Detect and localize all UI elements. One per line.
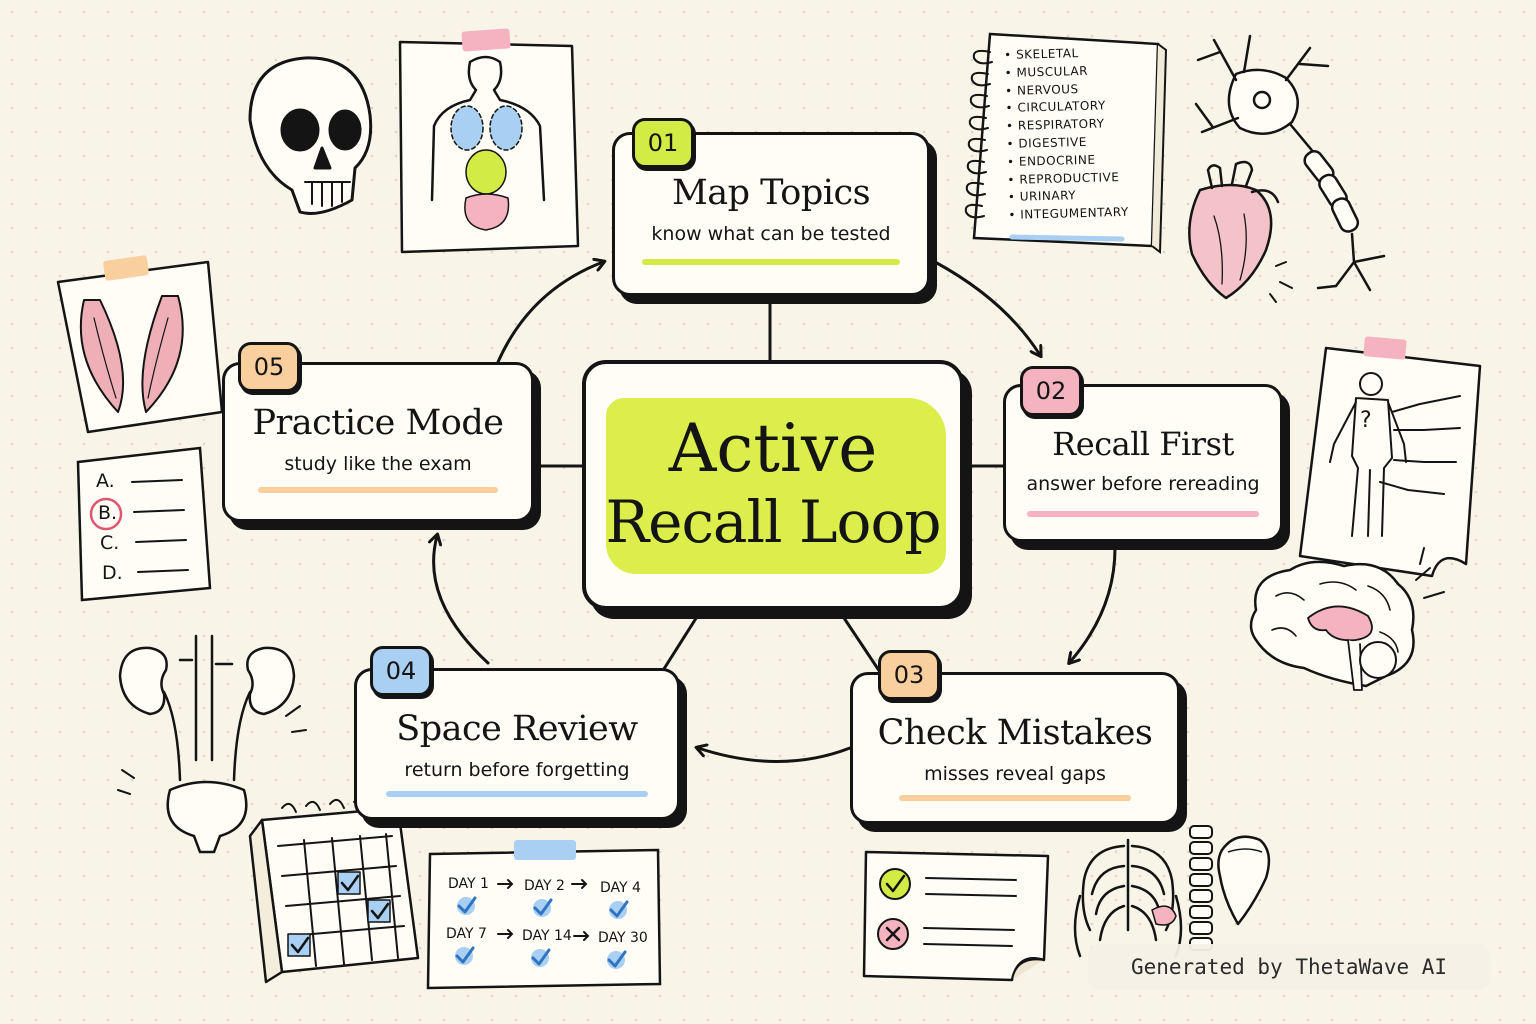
schedule-day-30: DAY 30 xyxy=(598,930,648,946)
step-title: Map Topics xyxy=(671,173,871,213)
center-title-line-2: Recall Loop xyxy=(605,488,941,556)
step-underline xyxy=(258,487,498,493)
checklist-icon xyxy=(862,850,1050,982)
spoke-bottom-left xyxy=(660,610,702,674)
step-underline xyxy=(899,795,1131,801)
body-diagram-icon xyxy=(1298,336,1482,578)
body-systems-notebook xyxy=(964,32,1168,254)
step-subtitle: misses reveal gaps xyxy=(924,763,1106,785)
step-underline xyxy=(1027,511,1259,517)
calendar-icon xyxy=(248,796,420,984)
schedule-day-2: DAY 2 xyxy=(524,878,565,894)
step-subtitle: answer before rereading xyxy=(1026,473,1260,495)
step-badge-03: 03 xyxy=(878,650,940,700)
brain-icon xyxy=(1249,547,1445,691)
schedule-card xyxy=(426,840,662,990)
arrow-02-to-03 xyxy=(1070,546,1117,662)
quiz-card xyxy=(76,446,212,602)
skull-icon xyxy=(248,56,373,215)
step-title: Space Review xyxy=(396,709,638,749)
step-title: Practice Mode xyxy=(252,403,504,443)
kidney-icon xyxy=(117,634,307,854)
step-badge-01: 01 xyxy=(632,118,694,168)
step-subtitle: return before forgetting xyxy=(404,759,630,781)
schedule-day-7: DAY 7 xyxy=(446,926,487,942)
ribcage-icon xyxy=(1073,838,1183,958)
heart-icon xyxy=(1188,160,1293,303)
step-subtitle: study like the exam xyxy=(284,453,472,475)
body-systems-list: • SKELETAL • MUSCULAR • NERVOUS • CIRCUL… xyxy=(1004,45,1129,226)
step-underline xyxy=(642,259,900,265)
step-title: Recall First xyxy=(1052,425,1234,463)
quiz-option-d: D. xyxy=(102,562,123,584)
muscle-icon xyxy=(56,255,224,434)
arrow-03-to-04 xyxy=(698,748,852,763)
step-badge-05: 05 xyxy=(238,342,300,392)
step-badge-02: 02 xyxy=(1020,366,1082,416)
spoke-bottom-right xyxy=(838,610,882,674)
arrow-05-to-01 xyxy=(496,262,603,364)
watermark: Generated by ThetaWave AI xyxy=(1088,944,1490,990)
list-item: • INTEGUMENTARY xyxy=(1008,204,1129,223)
schedule-day-4: DAY 4 xyxy=(600,880,641,896)
neuron-icon xyxy=(1194,34,1386,292)
arrow-01-to-02 xyxy=(933,260,1040,355)
step-subtitle: know what can be tested xyxy=(651,223,891,245)
central-concept: Active Recall Loop xyxy=(582,360,964,610)
center-highlight xyxy=(606,398,946,574)
step-underline xyxy=(386,791,648,797)
quiz-option-b: B. xyxy=(98,502,118,524)
schedule-day-14: DAY 14 xyxy=(522,928,572,944)
center-title-line-1: Active xyxy=(668,410,878,487)
schedule-day-1: DAY 1 xyxy=(448,876,489,892)
step-title: Check Mistakes xyxy=(877,713,1153,753)
quiz-option-a: A. xyxy=(96,470,115,492)
shoulder-blade-icon xyxy=(1217,835,1271,926)
torso-anatomy-icon xyxy=(398,28,580,254)
arrow-04-to-05 xyxy=(434,536,490,665)
quiz-option-c: C. xyxy=(100,532,120,554)
spine-icon xyxy=(1189,825,1213,951)
step-badge-04: 04 xyxy=(370,646,432,696)
question-mark: ? xyxy=(1360,408,1372,433)
